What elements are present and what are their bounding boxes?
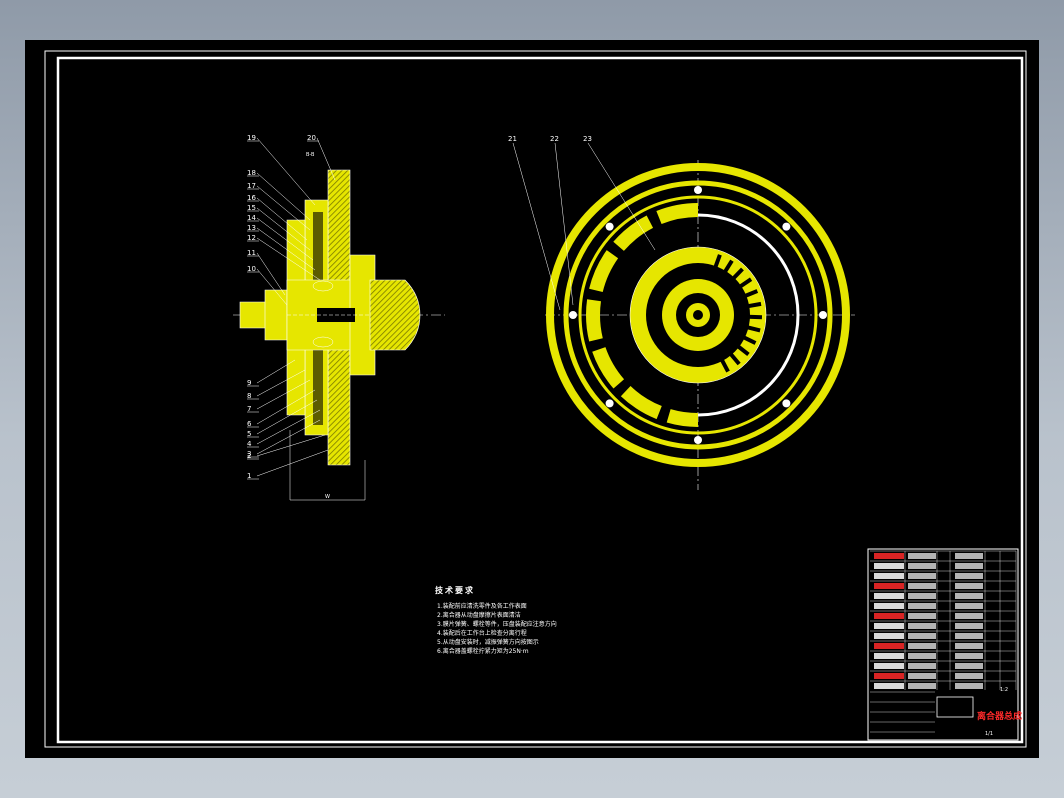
leaders-left xyxy=(247,137,336,480)
requirements-heading: 技术要求 xyxy=(435,585,475,595)
requirement-item: 5.从动盘安装时，减振弹簧方向按图示 xyxy=(437,638,539,646)
part-number-15: 15 xyxy=(247,204,256,212)
part-number-21: 21 xyxy=(508,135,517,143)
part-number-12: 12 xyxy=(247,234,256,242)
part-numbers-right: 21 22 23 xyxy=(508,135,592,143)
outer-frame xyxy=(44,50,1027,748)
part-number-20: 20 xyxy=(307,134,316,142)
part-number-19: 19 xyxy=(247,134,256,142)
part-number-5: 5 xyxy=(247,430,251,438)
leaders-right xyxy=(512,142,656,311)
part-number-4: 4 xyxy=(247,440,252,448)
part-number-8: 8 xyxy=(247,392,251,400)
section-view: W xyxy=(233,169,445,501)
section-label: B-B xyxy=(306,152,315,158)
part-number-10: 10 xyxy=(247,265,256,273)
part-number-23: 23 xyxy=(583,135,592,143)
bottom-dim-label: W xyxy=(325,494,330,500)
part-numbers-left: 19 20 18 17 16 15 14 13 12 11 10 9 8 7 6 5 4 32 1 xyxy=(247,134,316,480)
part-number-6: 6 xyxy=(247,420,252,428)
title-red: 离合器总成 xyxy=(977,710,1022,722)
title-block: 离合器总成 1:2 1/1 xyxy=(867,548,1022,741)
front-view xyxy=(545,160,855,490)
requirement-item: 3.膜片弹簧、螺栓等件，压盘装配应注意方向 xyxy=(437,620,557,628)
requirement-item: 2.离合器从动盘摩擦片表面清洁 xyxy=(437,611,521,619)
part-number-14: 14 xyxy=(247,214,256,222)
part-number-7: 7 xyxy=(247,405,251,413)
part-number-3: 3 xyxy=(247,450,251,458)
part-number-18: 18 xyxy=(247,169,256,177)
part-number-1: 1 xyxy=(247,472,251,480)
part-number-9: 9 xyxy=(247,379,251,387)
inner-frame xyxy=(56,56,1024,744)
part-number-2: 2 xyxy=(247,452,251,460)
sheet-number: 1/1 xyxy=(985,731,993,737)
part-number-17: 17 xyxy=(247,182,256,190)
part-number-16: 16 xyxy=(247,194,256,202)
part-number-22: 22 xyxy=(550,135,559,143)
part-number-13: 13 xyxy=(247,224,256,232)
scale: 1:2 xyxy=(1000,687,1008,693)
technical-requirements: 技术要求 1.装配前应清洗零件及各工作表面2.离合器从动盘摩擦片表面清洁3.膜片… xyxy=(435,585,557,655)
requirement-item: 6.离合器盖螺栓拧紧力矩为25N·m xyxy=(437,647,529,655)
part-number-11: 11 xyxy=(247,249,256,257)
requirement-item: 1.装配前应清洗零件及各工作表面 xyxy=(437,602,527,610)
requirement-item: 4.装配后在工作台上检查分离行程 xyxy=(437,629,527,637)
